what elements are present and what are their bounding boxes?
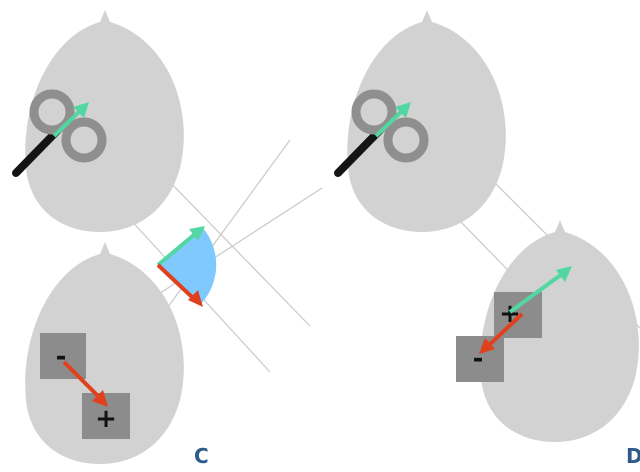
green-arrowhead [395, 102, 411, 118]
panel-c: - + C [12, 10, 323, 468]
red-arrow-d [479, 312, 524, 354]
green-arrowhead [556, 266, 572, 282]
coil-handle [334, 124, 386, 177]
electrode-box [40, 333, 86, 379]
head-top-d [347, 10, 506, 232]
tms-coil-c [12, 89, 107, 177]
coil-loop [61, 117, 107, 163]
red-arrow-shaft [62, 360, 102, 400]
coil-loop [29, 89, 75, 135]
green-arrow-shaft [156, 232, 197, 267]
green-arrow-shaft [508, 272, 564, 314]
coil-loop [351, 89, 397, 135]
green-arrow-shaft [52, 108, 83, 138]
green-arrow-d [508, 266, 572, 314]
panel-label-c: C [194, 444, 209, 468]
tms-coil-d [334, 89, 429, 177]
head-top-c [25, 10, 184, 232]
red-arrowhead [92, 390, 108, 407]
positive-sign: + [95, 404, 117, 434]
panel-d: + - D [334, 10, 640, 468]
negative-sign: - [56, 342, 67, 372]
green-arrow-shaft [374, 108, 405, 138]
electrode-negative: - [456, 336, 504, 382]
green-arrowhead [189, 226, 205, 241]
coil-handle [12, 124, 64, 177]
panel-label-d: D [626, 444, 640, 468]
red-arrowhead [188, 290, 203, 307]
angle-indicator [156, 226, 217, 307]
red-arrowhead [479, 338, 495, 354]
red-arrow-shaft [156, 263, 195, 300]
green-arrowhead [73, 102, 89, 118]
angle-wedge [158, 228, 217, 304]
red-arrow-current-c [62, 360, 108, 407]
electrode-positive: + [82, 393, 130, 439]
red-arrow-shaft [486, 312, 524, 348]
electrode-negative: - [40, 333, 86, 379]
coil-loop [383, 117, 429, 163]
negative-sign: - [473, 344, 484, 374]
electrode-box [456, 336, 504, 382]
